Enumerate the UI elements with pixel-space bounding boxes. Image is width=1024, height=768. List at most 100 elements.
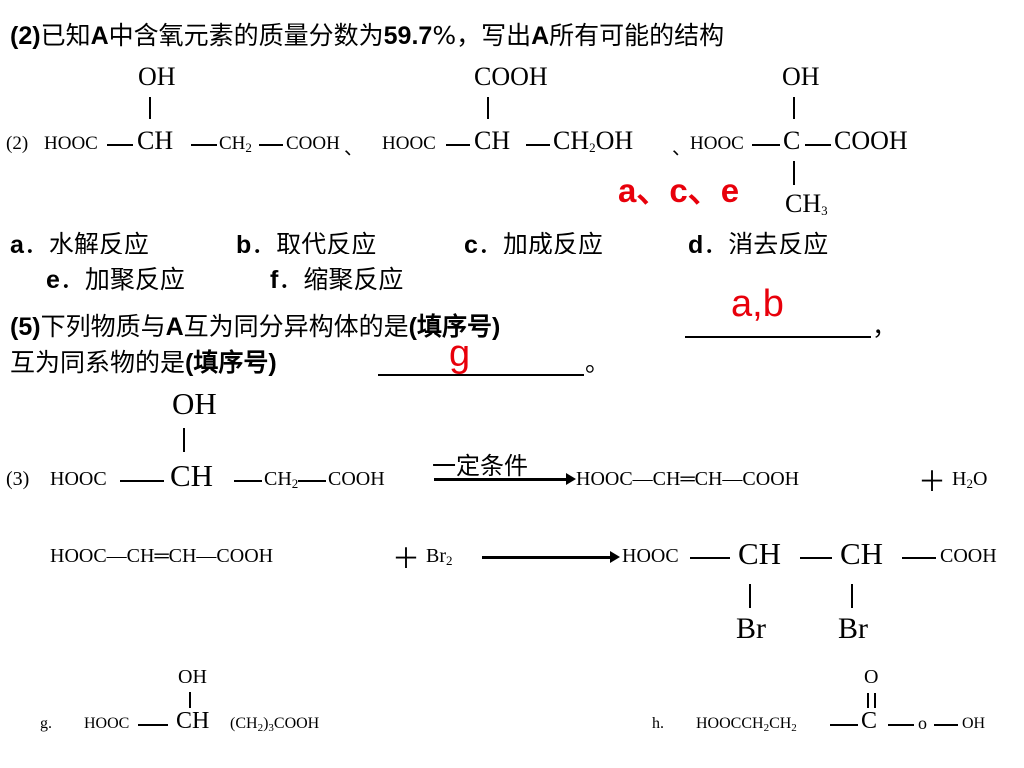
r4-vbond-2 bbox=[851, 584, 853, 608]
r3-label: (3) bbox=[6, 468, 30, 490]
blank-isomer[interactable] bbox=[685, 336, 871, 338]
g-label: g. bbox=[40, 715, 52, 732]
g-top-oh: OH bbox=[178, 666, 207, 688]
s1-bond-left bbox=[107, 144, 133, 146]
option-f: f．缩聚反应 bbox=[270, 265, 404, 294]
r3-product: HOOC—CH═CH—COOH bbox=[576, 468, 800, 490]
q5-period: 。 bbox=[585, 348, 611, 377]
r3-center-ch: CH bbox=[170, 458, 214, 493]
r4-bond-1 bbox=[690, 557, 730, 559]
s2-label: (2) bbox=[6, 133, 29, 154]
h-label: h. bbox=[652, 715, 664, 732]
question-5-line2: 互为同系物的是(填序号) bbox=[10, 348, 277, 377]
s3-left-hooc: HOOC bbox=[690, 133, 744, 154]
h-center-c: C bbox=[861, 708, 878, 734]
r3-bond-right2 bbox=[298, 480, 326, 482]
r4-bond-3 bbox=[902, 557, 936, 559]
r3-left-hooc: HOOC bbox=[50, 468, 107, 490]
r4-bond-2 bbox=[800, 557, 832, 559]
h-tail-oh: OH bbox=[962, 715, 986, 732]
h-bond-1 bbox=[830, 724, 858, 726]
s3-top-oh: OH bbox=[782, 62, 820, 91]
option-c: c．加成反应 bbox=[464, 230, 603, 254]
q2-letter-a: A bbox=[90, 22, 109, 50]
s1-top-oh: OH bbox=[138, 62, 176, 91]
answer-ace: a、c、e bbox=[618, 172, 740, 209]
r3-water: H2O bbox=[952, 468, 988, 491]
q2-percent: 59.7 bbox=[383, 22, 433, 50]
s1-left-hooc: HOOC bbox=[44, 133, 98, 154]
option-e: e．加聚反应 bbox=[46, 265, 185, 294]
r3-condition: 一定条件 bbox=[432, 452, 528, 480]
s3-right-cooh: COOH bbox=[834, 126, 908, 155]
s2-top-cooh: COOH bbox=[474, 62, 548, 91]
s2-vertical-bond bbox=[487, 97, 489, 119]
option-a: a．水解反应 bbox=[10, 230, 149, 254]
r4-prod-right: COOH bbox=[940, 545, 997, 567]
r3-arrow bbox=[434, 478, 568, 481]
r3-bond-right bbox=[234, 480, 262, 482]
r3-vertical-bond bbox=[183, 428, 185, 452]
h-o: o bbox=[918, 713, 927, 733]
r3-right-ch2: CH2 bbox=[264, 468, 299, 491]
h-chain: HOOCCH2CH2 bbox=[696, 715, 797, 734]
q2-text-a: 已知 bbox=[40, 21, 91, 50]
q2-prefix: (2) bbox=[10, 22, 41, 50]
g-tail: (CH2)3COOH bbox=[230, 715, 320, 734]
s1-bond-right2 bbox=[259, 144, 283, 146]
r4-br-1: Br bbox=[736, 612, 766, 645]
s3-vertical-bond-bottom bbox=[793, 161, 795, 185]
s3-bond-left bbox=[752, 144, 780, 146]
s2-bond-right bbox=[526, 144, 550, 146]
g-vertical-bond bbox=[189, 692, 191, 708]
options-row-1: a．水解反应 b．取代反应 c．加成反应 d．消去反应 bbox=[0, 229, 1024, 254]
r4-arrow-head bbox=[610, 551, 620, 563]
s2-separator: 、 bbox=[672, 138, 692, 159]
question-2-heading: (2)已知A中含氧元素的质量分数为59.7%，写出A所有可能的结构 bbox=[10, 16, 724, 52]
s3-bottom-ch3: CH3 bbox=[785, 189, 828, 218]
q2-letter-a2: A bbox=[531, 22, 550, 50]
s2-left-hooc: HOOC bbox=[382, 133, 436, 154]
r3-right-cooh: COOH bbox=[328, 468, 385, 490]
r3-plus: ＋ bbox=[918, 467, 947, 498]
r3-bond-left bbox=[120, 480, 164, 482]
q2-text-c: %，写出 bbox=[432, 21, 532, 50]
q2-text-d: 所有可能的结构 bbox=[549, 21, 725, 50]
r4-reactant: HOOC—CH═CH—COOH bbox=[50, 545, 274, 567]
s1-right-cooh: COOH bbox=[286, 133, 340, 154]
s3-vertical-bond-top bbox=[793, 97, 795, 119]
h-bond-3 bbox=[934, 724, 958, 726]
g-bond bbox=[138, 724, 168, 726]
s3-bond-right bbox=[805, 144, 831, 146]
r4-arrow bbox=[482, 556, 612, 559]
s1-vertical-bond bbox=[149, 97, 151, 119]
h-double-bond-1 bbox=[867, 693, 869, 708]
q2-text-b: 中含氧元素的质量分数为 bbox=[108, 21, 384, 50]
h-double-bond-2 bbox=[874, 693, 876, 708]
s2-center-ch: CH bbox=[474, 126, 511, 155]
answer-homolog: g bbox=[449, 333, 471, 375]
blank-homolog[interactable] bbox=[378, 374, 584, 376]
r3-top-oh: OH bbox=[172, 386, 217, 421]
r4-ch2: CH bbox=[840, 536, 884, 571]
s1-separator: 、 bbox=[344, 138, 364, 159]
s2-right-ch2oh: CH2OH bbox=[553, 126, 634, 155]
r4-ch1: CH bbox=[738, 536, 782, 571]
s2-bond-left bbox=[446, 144, 470, 146]
question-5-line1: (5)下列物质与A互为同分异构体的是(填序号) bbox=[10, 312, 501, 341]
q5-comma: ， bbox=[872, 312, 898, 341]
r4-vbond-1 bbox=[749, 584, 751, 608]
g-left-hooc: HOOC bbox=[84, 715, 130, 732]
option-b: b．取代反应 bbox=[236, 230, 377, 254]
h-top-o: O bbox=[864, 666, 879, 688]
r4-plus: ＋ bbox=[392, 544, 421, 575]
option-d: d．消去反应 bbox=[688, 230, 829, 254]
r4-br-2: Br bbox=[838, 612, 868, 645]
s1-right-ch2: CH2 bbox=[219, 133, 252, 155]
r3-arrow-head bbox=[566, 473, 576, 485]
h-bond-2 bbox=[888, 724, 914, 726]
g-center-ch: CH bbox=[176, 708, 210, 734]
s1-center-ch: CH bbox=[137, 126, 174, 155]
answer-isomer: a,b bbox=[731, 283, 784, 325]
r4-br2: Br2 bbox=[426, 545, 453, 568]
